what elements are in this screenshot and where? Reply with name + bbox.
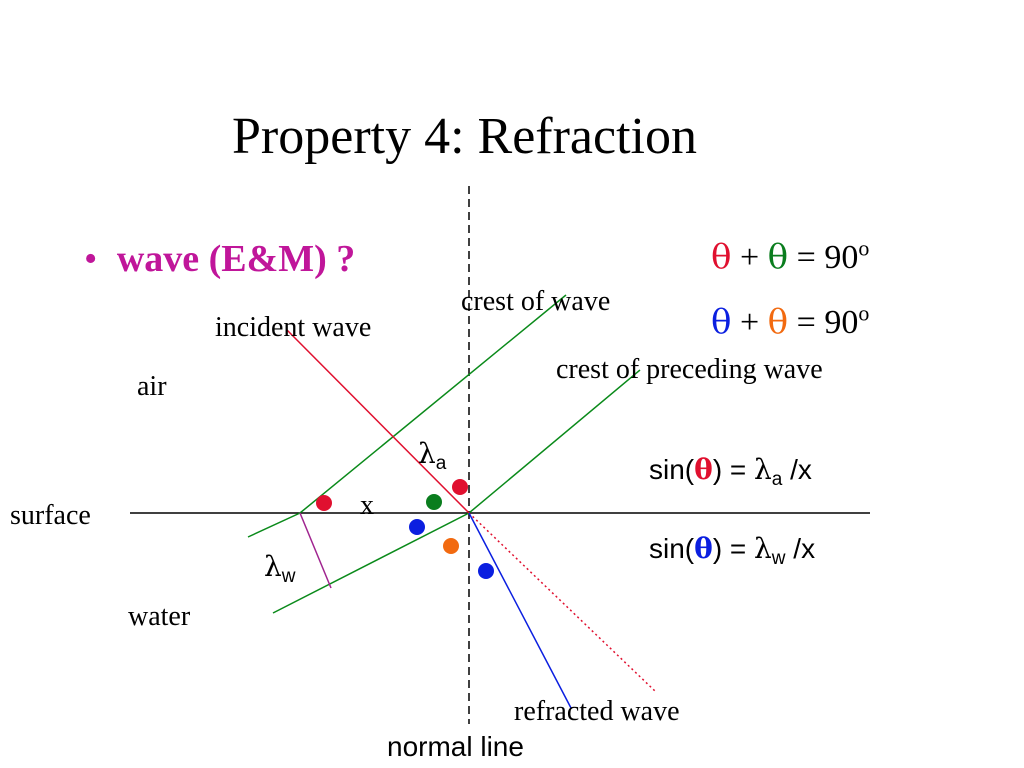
eq1-theta-green: θ bbox=[767, 237, 789, 277]
refracted-wave-ray bbox=[468, 512, 572, 709]
label-normal-line: normal line bbox=[387, 731, 524, 762]
bullet-text: wave (E&M) ? bbox=[116, 238, 356, 280]
bullet-marker: • bbox=[84, 238, 98, 280]
eq2-plus: + bbox=[739, 304, 760, 341]
label-incident-wave: incident wave bbox=[215, 312, 372, 343]
label-crest-of-wave: crest of wave bbox=[461, 286, 611, 317]
equation-1: θ + θ = 90o bbox=[711, 237, 869, 277]
eq3-mid: ) = bbox=[712, 454, 755, 485]
undeviated-path bbox=[468, 512, 657, 693]
label-x: x bbox=[360, 490, 374, 521]
label-lambda-w: λw bbox=[264, 550, 295, 587]
eq4-sub: w bbox=[771, 548, 786, 569]
angle-dot-green bbox=[426, 494, 442, 510]
eq2-degree: o bbox=[858, 300, 870, 326]
eq4-theta: θ bbox=[694, 532, 713, 565]
page-title: Property 4: Refraction bbox=[232, 108, 697, 165]
label-surface: surface bbox=[10, 500, 91, 531]
eq3-sub: a bbox=[771, 469, 783, 490]
equation-4: sin(θ) = λw /x bbox=[649, 532, 816, 569]
eq3-post: /x bbox=[782, 454, 812, 485]
eq3-theta: θ bbox=[694, 453, 713, 486]
angle-dot-blue-2 bbox=[478, 563, 494, 579]
angle-dot-blue-1 bbox=[409, 519, 425, 535]
label-water: water bbox=[128, 601, 191, 632]
eq1-rest: = 90 bbox=[796, 239, 859, 276]
angle-dot-red-1 bbox=[316, 495, 332, 511]
eq3-lambda: λ bbox=[754, 453, 772, 486]
angle-dot-red-2 bbox=[452, 479, 468, 495]
incident-wave-ray bbox=[286, 329, 470, 514]
eq4-lambda: λ bbox=[754, 532, 772, 565]
label-air: air bbox=[137, 371, 167, 402]
angle-dot-orange bbox=[443, 538, 459, 554]
label-crest-of-preceding-wave: crest of preceding wave bbox=[556, 354, 823, 385]
label-lambda-a: λa bbox=[418, 437, 446, 474]
equation-3: sin(θ) = λa /x bbox=[649, 453, 812, 490]
eq2-theta-blue: θ bbox=[711, 302, 732, 342]
eq1-plus: + bbox=[739, 239, 760, 276]
eq4-mid: ) = bbox=[712, 533, 755, 564]
eq4-pre: sin( bbox=[649, 533, 695, 564]
lambda-w-letter: λ bbox=[264, 550, 282, 583]
lambda-w-sub: w bbox=[281, 566, 296, 587]
label-refracted-wave: refracted wave bbox=[514, 696, 680, 727]
lambda-a-sub: a bbox=[435, 453, 447, 474]
eq2-theta-orange: θ bbox=[767, 302, 789, 342]
lambda-a-letter: λ bbox=[418, 437, 436, 470]
eq4-post: /x bbox=[785, 533, 816, 564]
bullet-item: • wave (E&M) ? bbox=[84, 240, 355, 278]
eq3-pre: sin( bbox=[649, 454, 695, 485]
equation-2: θ + θ = 90o bbox=[711, 302, 869, 342]
wavelength-water-marker bbox=[299, 512, 332, 589]
eq1-degree: o bbox=[858, 235, 870, 261]
eq1-theta-red: θ bbox=[711, 237, 732, 277]
eq2-rest: = 90 bbox=[796, 304, 859, 341]
